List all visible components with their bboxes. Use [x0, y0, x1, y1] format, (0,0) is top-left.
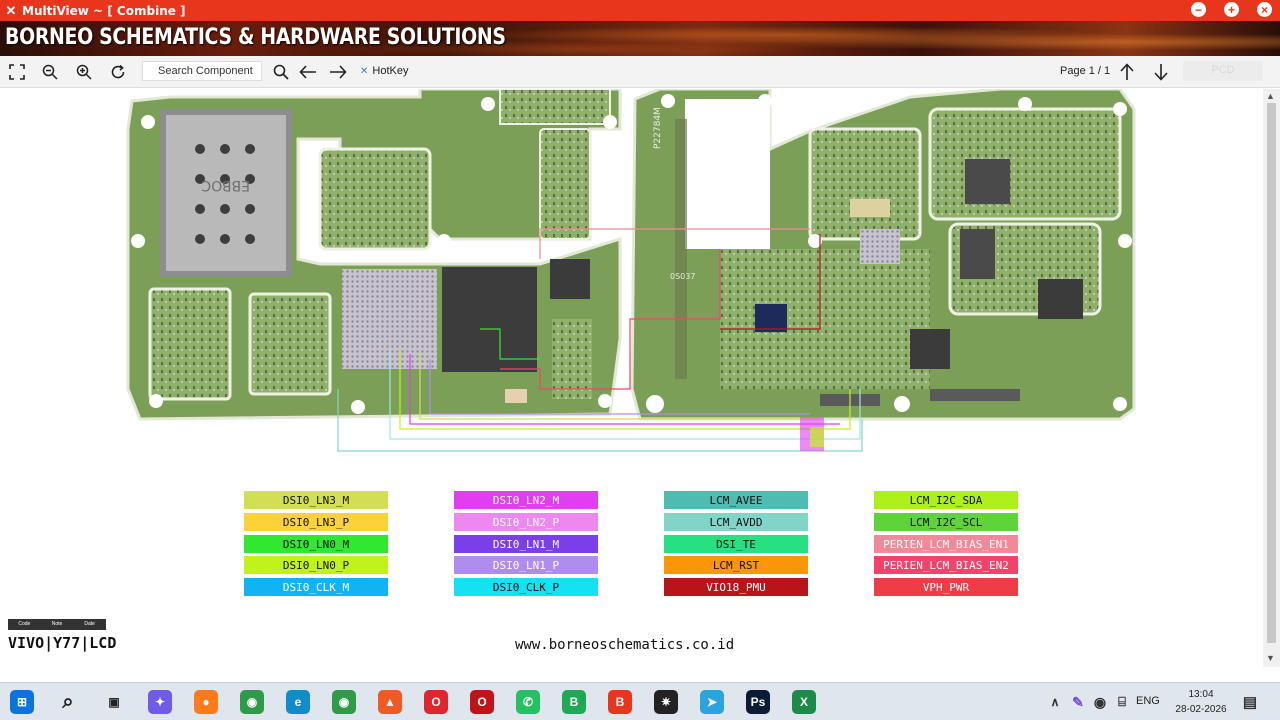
- signal-label-dsi0-clk-m[interactable]: DSI0_CLK_M: [244, 578, 388, 596]
- record-icon[interactable]: ◉: [1093, 693, 1107, 710]
- clock-date: 28-02-2026: [1175, 704, 1227, 715]
- borneo-app-icon[interactable]: B: [608, 690, 632, 714]
- signal-label-dsi0-ln1-m[interactable]: DSI0_LN1_M: [454, 535, 598, 553]
- maximize-icon[interactable]: +: [1224, 2, 1239, 17]
- minimize-icon[interactable]: −: [1191, 2, 1206, 17]
- language-indicator[interactable]: ENG: [1136, 695, 1160, 707]
- vertical-scrollbar[interactable]: ▲ ▼: [1263, 89, 1280, 667]
- app-icon: ✕: [5, 2, 17, 18]
- pcb-board-image: EBBOC P22784M 0S037: [126, 89, 1136, 452]
- signal-label-lcm-i2c-sda[interactable]: LCM_I2C_SDA: [874, 491, 1018, 509]
- signal-label-perien-lcm-bias-en2[interactable]: PERIEN_LCM_BIAS_EN2: [874, 556, 1018, 574]
- silkscreen-code: 0S037: [670, 272, 695, 281]
- signal-label-dsi0-ln0-p[interactable]: DSI0_LN0_P: [244, 556, 388, 574]
- chatgpt-icon[interactable]: ✷: [654, 690, 678, 714]
- chevron-up-icon[interactable]: ∧: [1050, 695, 1060, 709]
- schematic-view[interactable]: EBBOC P22784M 0S037: [0, 89, 1263, 667]
- pen-icon[interactable]: ✎: [1072, 693, 1084, 710]
- signal-label-lcm-avee[interactable]: LCM_AVEE: [664, 491, 808, 509]
- task-view-icon[interactable]: ▣: [108, 695, 120, 709]
- signal-label-dsi0-ln2-p[interactable]: DSI0_LN2_P: [454, 513, 598, 531]
- clock[interactable]: 13:04 28-02-2026: [1173, 687, 1229, 717]
- whatsapp-business-icon[interactable]: B: [562, 690, 586, 714]
- signal-label-vph-pwr[interactable]: VPH_PWR: [874, 578, 1018, 596]
- telegram-icon[interactable]: ➤: [700, 690, 724, 714]
- signal-label-dsi0-ln3-p[interactable]: DSI0_LN3_P: [244, 513, 388, 531]
- hotkey-toggle[interactable]: ✕HotKey: [360, 65, 408, 77]
- signal-label-dsi0-ln0-m[interactable]: DSI0_LN0_M: [244, 535, 388, 553]
- search-icon[interactable]: [271, 62, 291, 82]
- firefox-icon[interactable]: ●: [194, 690, 218, 714]
- signal-label-dsi0-ln1-p[interactable]: DSI0_LN1_P: [454, 556, 598, 574]
- chrome-icon[interactable]: ◉: [332, 690, 356, 714]
- signal-label-vio18-pmu[interactable]: VIO18_PMU: [664, 578, 808, 596]
- signal-label-dsi0-clk-p[interactable]: DSI0_CLK_P: [454, 578, 598, 596]
- signal-label-lcm-rst[interactable]: LCM_RST: [664, 556, 808, 574]
- scroll-up-icon[interactable]: ▲: [1266, 91, 1275, 101]
- hotkey-close-icon[interactable]: ✕: [360, 66, 369, 77]
- windows-start-icon[interactable]: ⊞: [10, 690, 34, 714]
- model-name: VIVO|Y77|LCD: [8, 634, 117, 652]
- search-icon[interactable]: ⌕: [62, 690, 74, 713]
- chrome-icon[interactable]: ◉: [240, 690, 264, 714]
- model-header-code: Code: [18, 621, 31, 627]
- brand-title: BORNEO SCHEMATICS & HARDWARE SOLUTIONS: [5, 25, 506, 50]
- hotkey-label: HotKey: [372, 65, 409, 77]
- title-bar: ✕ MultiView ~ [ Combine ] − + ×: [0, 0, 1280, 21]
- pcd-button[interactable]: PCD: [1183, 61, 1263, 81]
- clock-time: 13:04: [1188, 689, 1214, 700]
- notification-icon[interactable]: ▤: [1242, 694, 1258, 711]
- whatsapp-icon[interactable]: ✆: [516, 690, 540, 714]
- search-input[interactable]: Search Component: [142, 61, 262, 81]
- signal-label-lcm-i2c-scl[interactable]: LCM_I2C_SCL: [874, 513, 1018, 531]
- signal-label-dsi0-ln2-m[interactable]: DSI0_LN2_M: [454, 491, 598, 509]
- model-tag: Code Note Date VIVO|Y77|LCD: [8, 619, 116, 652]
- opera-gx-icon[interactable]: O: [470, 690, 494, 714]
- window-title: MultiView ~ [ Combine ]: [22, 3, 186, 18]
- zoom-in-icon[interactable]: [74, 62, 94, 82]
- copilot-icon[interactable]: ✦: [148, 690, 172, 714]
- close-icon[interactable]: ×: [1257, 2, 1272, 17]
- brave-icon[interactable]: ▲: [378, 690, 402, 714]
- model-header-date: Date: [84, 621, 95, 627]
- silkscreen-rev: P22784M: [653, 107, 663, 149]
- page-down-icon[interactable]: [1151, 62, 1171, 82]
- edge-icon[interactable]: e: [286, 690, 310, 714]
- silkscreen-label: EBBOC: [201, 177, 250, 193]
- page-up-icon[interactable]: [1117, 62, 1137, 82]
- scrollbar-thumb[interactable]: [1267, 103, 1276, 643]
- scroll-down-icon[interactable]: ▼: [1266, 653, 1275, 663]
- page-indicator: Page 1 / 1: [1060, 65, 1111, 77]
- signal-label-lcm-avdd[interactable]: LCM_AVDD: [664, 513, 808, 531]
- toolbar: Search Component ✕HotKey Page 1 / 1: [0, 56, 1280, 88]
- signal-label-dsi-te[interactable]: DSI_TE: [664, 535, 808, 553]
- arrow-right-icon[interactable]: [328, 62, 348, 82]
- fit-screen-icon[interactable]: [7, 62, 27, 82]
- arrow-left-icon[interactable]: [298, 62, 318, 82]
- zoom-out-icon[interactable]: [40, 62, 60, 82]
- excel-icon[interactable]: X: [792, 690, 816, 714]
- model-header-note: Note: [51, 621, 63, 627]
- photoshop-icon[interactable]: Ps: [746, 690, 770, 714]
- brand-banner: BORNEO SCHEMATICS & HARDWARE SOLUTIONS: [0, 21, 1280, 56]
- signal-label-perien-lcm-bias-en1[interactable]: PERIEN_LCM_BIAS_EN1: [874, 535, 1018, 553]
- website-link: www.borneoschematics.co.id: [515, 637, 735, 653]
- signal-label-dsi0-ln3-m[interactable]: DSI0_LN3_M: [244, 491, 388, 509]
- network-icon[interactable]: ⌸: [1118, 694, 1126, 709]
- opera-icon[interactable]: O: [424, 690, 448, 714]
- refresh-icon[interactable]: [108, 62, 128, 82]
